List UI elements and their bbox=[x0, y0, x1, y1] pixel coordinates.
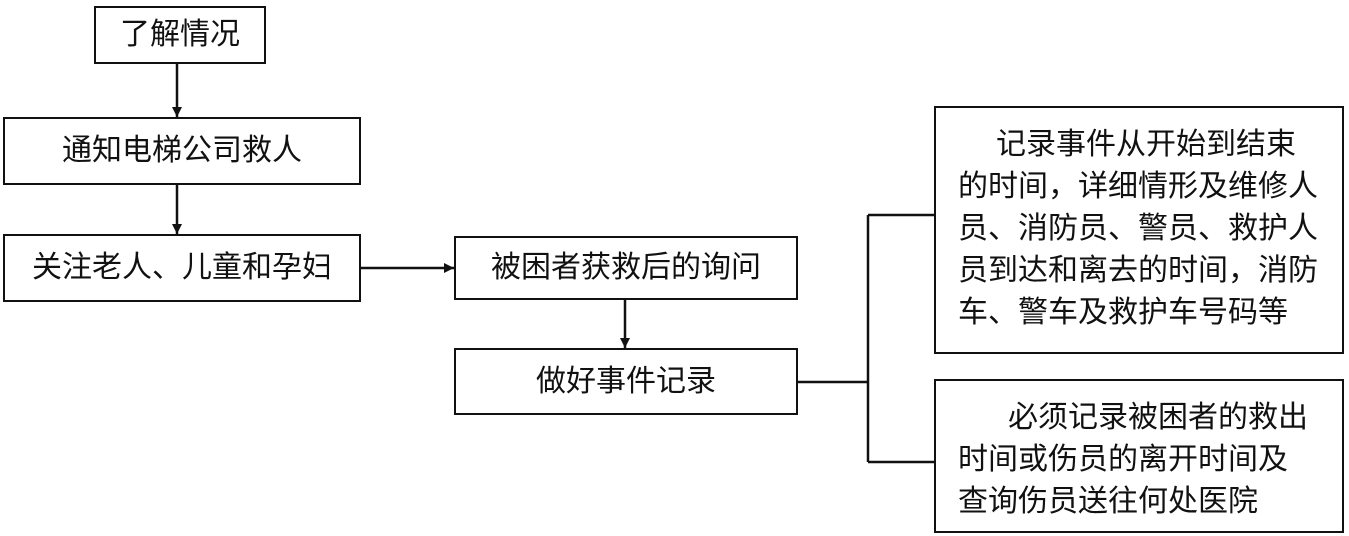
note-rescue-line: 时间或伤员的离开时间及 bbox=[958, 442, 1288, 477]
step-care: 关注老人、儿童和孕妇 bbox=[3, 234, 361, 302]
note-time-line: 的时间，详细情形及维修人 bbox=[958, 169, 1318, 204]
step-record: 做好事件记录 bbox=[454, 348, 798, 415]
note-rescue-line: 查询伤员送往何处医院 bbox=[958, 484, 1258, 519]
note-rescue-line: 必须记录被困者的救出 bbox=[1008, 400, 1308, 435]
note-time-line: 车、警车及救护车号码等 bbox=[958, 295, 1288, 330]
note-time-record: 记录事件从开始到结束 的时间，详细情形及维修人 员、消防员、警员、救护人 员到达… bbox=[934, 106, 1344, 354]
note-time-line: 员、消防员、警员、救护人 bbox=[958, 211, 1318, 246]
step-notify: 通知电梯公司救人 bbox=[3, 117, 361, 185]
note-time-line: 记录事件从开始到结束 bbox=[996, 127, 1296, 162]
note-time-line: 员到达和离去的时间，消防 bbox=[958, 253, 1318, 288]
step-understand: 了解情况 bbox=[94, 6, 266, 64]
step-inquiry: 被困者获救后的询问 bbox=[454, 236, 798, 300]
step-care-label: 关注老人、儿童和孕妇 bbox=[32, 250, 332, 285]
step-record-label: 做好事件记录 bbox=[536, 363, 716, 399]
note-rescue-record: 必须记录被困者的救出 时间或伤员的离开时间及 查询伤员送往何处医院 bbox=[934, 379, 1344, 533]
step-inquiry-label: 被困者获救后的询问 bbox=[491, 250, 761, 285]
step-notify-label: 通知电梯公司救人 bbox=[62, 133, 302, 168]
step-understand-label: 了解情况 bbox=[120, 17, 240, 52]
